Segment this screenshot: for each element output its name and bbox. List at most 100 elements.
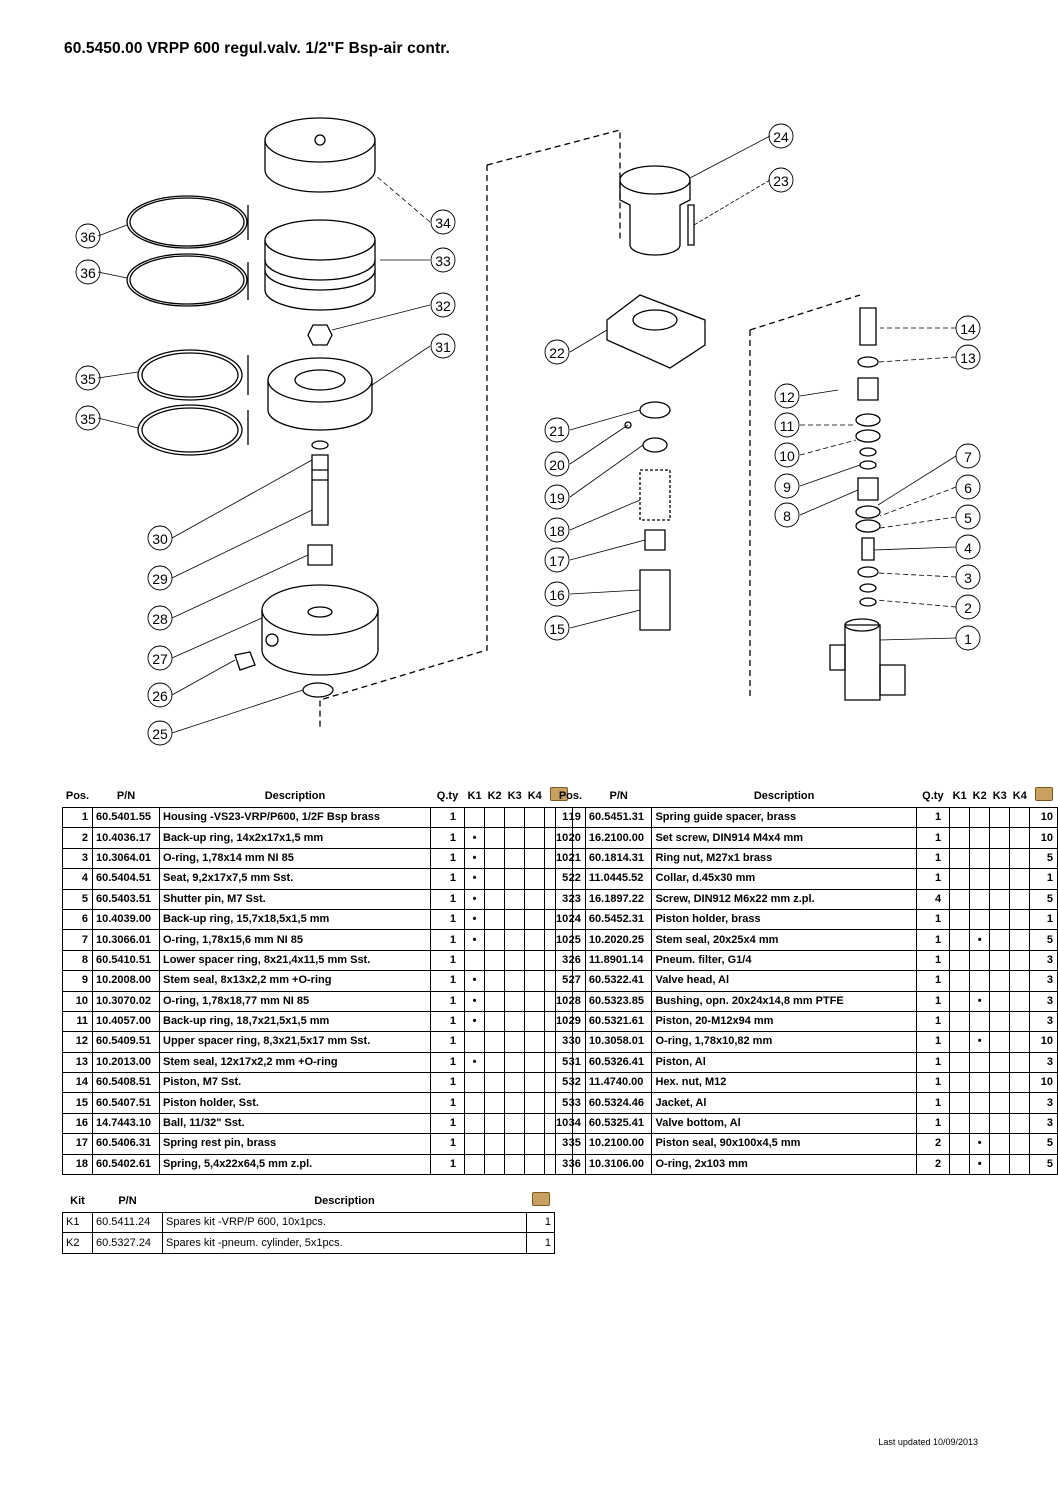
cell-k4 [524, 970, 546, 992]
cell-k1 [949, 827, 971, 849]
cell-k4 [524, 1153, 546, 1176]
header-k4: K4 [524, 785, 545, 808]
cell-k4 [1009, 1010, 1031, 1033]
cell-pos: 26 [555, 949, 586, 972]
callout-14: 14 [960, 321, 976, 337]
cell-k1: • [463, 827, 486, 849]
cell-k3 [989, 868, 1011, 890]
cell-box: 3 [1029, 1092, 1058, 1114]
cell-pos: 9 [62, 970, 93, 992]
cell-k3 [989, 1051, 1011, 1074]
cell-desc: Stem seal, 8x13x2,2 mm +O-ring [159, 970, 431, 992]
cell-pos: 31 [555, 1051, 586, 1074]
cell-k2 [484, 1153, 506, 1176]
cell-desc: Spring rest pin, brass [159, 1133, 431, 1155]
cell-qty: 1 [430, 868, 465, 890]
cell-pn: 10.2008.00 [92, 970, 160, 992]
cell-pos: 1 [62, 806, 93, 829]
cell-pn: 10.4036.17 [92, 827, 160, 849]
cell-k3 [504, 990, 526, 1012]
cell-k3 [504, 1133, 526, 1155]
callout-6: 6 [964, 480, 972, 496]
cell-desc: O-ring, 1,78x14 mm NI 85 [159, 847, 431, 870]
callout-27: 27 [152, 651, 168, 667]
callout-29: 29 [152, 571, 168, 587]
cell-desc: Shutter pin, M7 Sst. [159, 888, 431, 910]
cell-pn: 60.5327.24 [92, 1232, 163, 1254]
cell-desc: Lower spacer ring, 8x21,4x11,5 mm Sst. [159, 949, 431, 972]
cell-box: 10 [1029, 806, 1058, 829]
cell-qty: 1 [915, 868, 951, 890]
cell-k4 [1009, 1133, 1031, 1155]
cell-k4 [1009, 1153, 1031, 1176]
cell-k1: • [463, 1010, 486, 1033]
cell-k2: • [969, 990, 991, 1012]
cell-qty: 1 [430, 806, 465, 829]
cell-pos: 23 [555, 888, 586, 910]
cell-k4 [524, 1072, 546, 1094]
header-k1: K1 [949, 785, 970, 808]
cell-k3 [504, 868, 526, 890]
callout-4: 4 [964, 540, 972, 556]
cell-qty: 1 [915, 1010, 951, 1033]
cell-k1 [463, 1133, 486, 1155]
cell-pn: 60.5323.85 [584, 990, 653, 1012]
cell-pn: 60.5404.51 [92, 868, 160, 890]
cell-k2 [969, 847, 991, 870]
cell-k1 [949, 806, 971, 829]
cell-box: 3 [1029, 990, 1058, 1012]
cell-desc: Upper spacer ring, 8,3x21,5x17 mm Sst. [159, 1031, 431, 1053]
cell-k4 [524, 1112, 546, 1135]
cell-k4 [524, 990, 546, 1012]
cell-pos: 4 [62, 868, 93, 890]
table-header-row: Pos. P/N Description Q.ty K1 K2 K3 K4 [62, 785, 573, 808]
cell-k4 [1009, 949, 1031, 972]
callout-25: 25 [152, 726, 168, 742]
cell-desc: Collar, d.45x30 mm [651, 868, 917, 890]
cell-pn: 60.5452.31 [584, 908, 653, 931]
cell-qty: 1 [915, 929, 951, 951]
cell-k1 [949, 1051, 971, 1074]
cell-qty: 1 [430, 929, 465, 951]
cell-desc: Spares kit -VRP/P 600, 10x1pcs. [162, 1211, 527, 1234]
cell-box: 5 [1029, 929, 1058, 951]
cell-pos: 34 [555, 1112, 586, 1135]
callout-10: 10 [779, 448, 795, 464]
cell-k4 [524, 806, 546, 829]
cell-pn: 60.5403.51 [92, 888, 160, 910]
cell-k1 [463, 1092, 486, 1114]
cell-pos: 17 [62, 1133, 93, 1155]
callout-35: 35 [80, 371, 96, 387]
cell-pn: 60.5402.61 [92, 1153, 160, 1176]
cell-pn: 14.7443.10 [92, 1112, 160, 1135]
cell-pos: 14 [62, 1072, 93, 1094]
cell-k1 [949, 1072, 971, 1094]
cell-k1 [949, 908, 971, 931]
cell-k1 [949, 990, 971, 1012]
callout-31: 31 [435, 339, 451, 355]
cell-pn: 60.5322.41 [584, 970, 653, 992]
cell-k3 [504, 847, 526, 870]
cell-qty: 1 [430, 949, 465, 972]
cell-k2 [969, 888, 991, 910]
cell-k1: • [463, 888, 486, 910]
document-title: 60.5450.00 VRPP 600 regul.valv. 1/2"F Bs… [64, 40, 450, 57]
cell-k2 [969, 806, 991, 829]
cell-desc: O-ring, 2x103 mm [651, 1153, 917, 1176]
callout-17: 17 [549, 553, 565, 569]
cell-k1 [463, 1031, 486, 1053]
cell-pn: 60.5406.31 [92, 1133, 160, 1155]
box-icon [526, 1190, 555, 1213]
cell-k4 [524, 888, 546, 910]
cell-k3 [989, 949, 1011, 972]
cell-pn: 10.3064.01 [92, 847, 160, 870]
cell-qty: 1 [915, 1051, 951, 1074]
